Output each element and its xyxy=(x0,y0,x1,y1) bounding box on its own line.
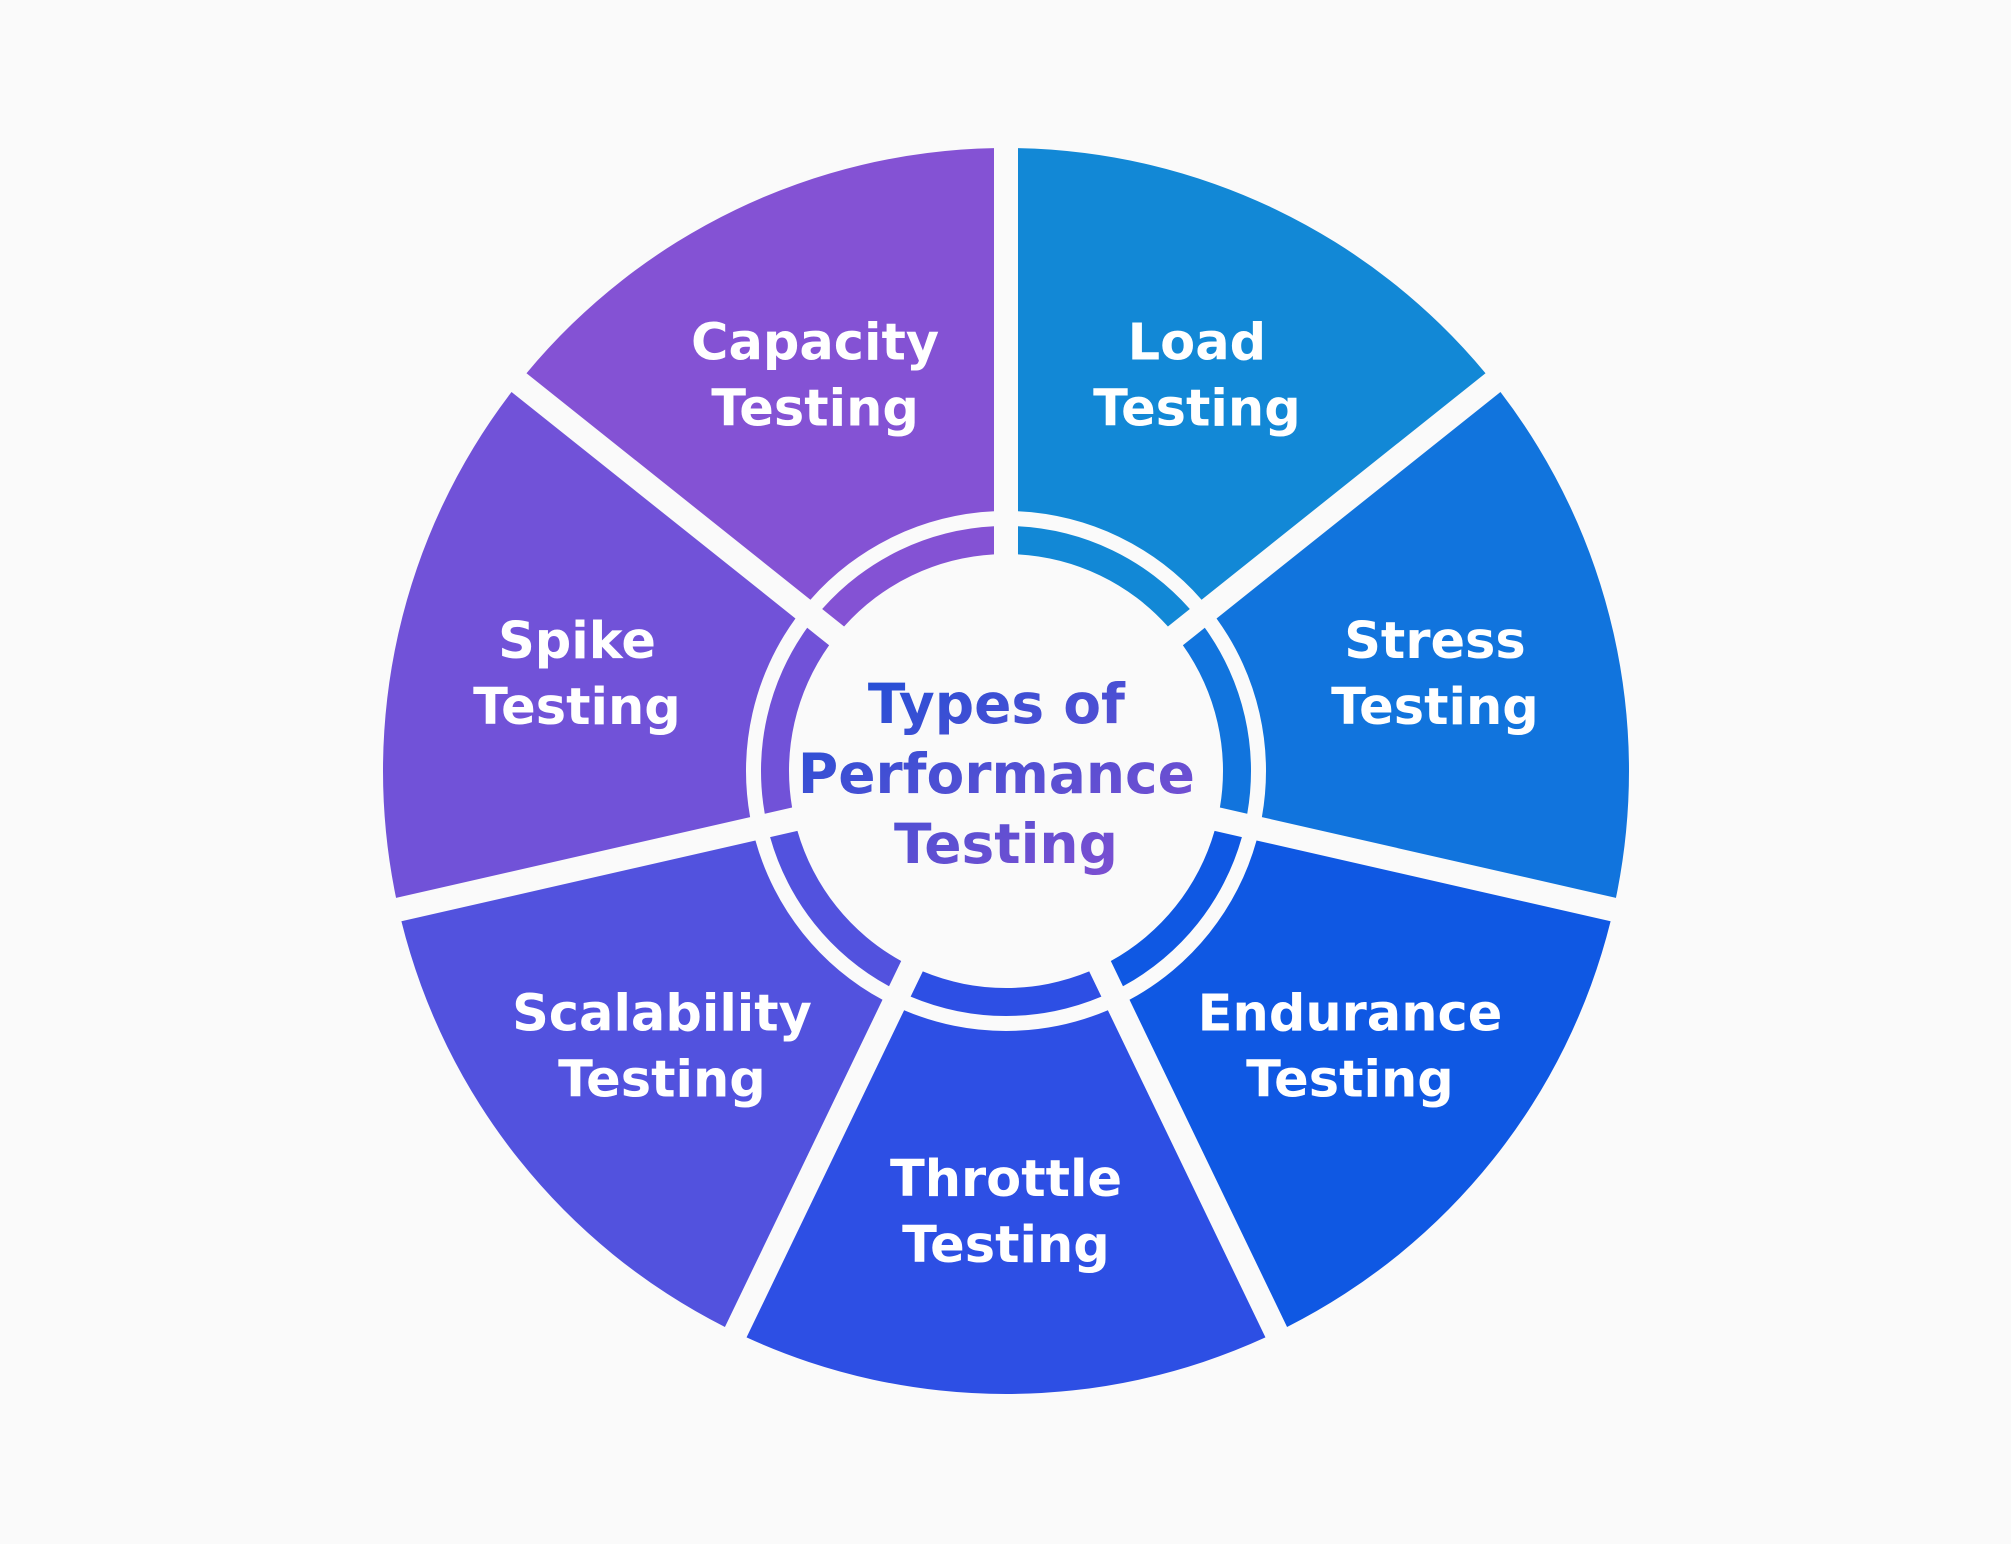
segment-spike-wedge xyxy=(382,392,796,898)
segment-scalability-label-line-1: Scalability xyxy=(512,984,812,1043)
segment-stress-inner-arc xyxy=(1182,627,1251,814)
segment-capacity-wedge xyxy=(526,148,994,600)
segment-stress-wedge xyxy=(1216,392,1630,898)
segment-stress-label-line-2: Testing xyxy=(1331,678,1539,737)
segment-scalability-label-line-2: Testing xyxy=(558,1050,766,1109)
segment-scalability-wedge xyxy=(401,840,883,1327)
center-hub: Types of Performance Testing xyxy=(796,561,1216,981)
segment-load-label-line-2: Testing xyxy=(1093,380,1301,439)
center-title-line-1: Types of xyxy=(868,672,1126,736)
segment-endurance-label-line-2: Testing xyxy=(1246,1050,1454,1109)
center-title-line-2: Performance xyxy=(798,742,1195,806)
segment-throttle-label-line-2: Testing xyxy=(902,1216,1110,1275)
segment-throttle-inner-arc xyxy=(910,971,1102,1017)
center-circle xyxy=(796,561,1216,981)
segment-spike-label-line-1: Spike xyxy=(498,612,656,671)
segment-endurance-inner-arc xyxy=(1110,830,1242,987)
segment-endurance-label-line-1: Endurance xyxy=(1198,984,1503,1043)
segment-load-inner-arc xyxy=(1017,526,1190,627)
segment-capacity-inner-arc xyxy=(822,526,995,627)
center-title-line-3: Testing xyxy=(894,812,1118,876)
segment-load-wedge xyxy=(1018,148,1486,600)
segment-throttle-label-line-1: Throttle xyxy=(890,1150,1122,1209)
segment-load-label-line-1: Load xyxy=(1128,314,1266,373)
segment-throttle-wedge xyxy=(746,1010,1266,1395)
segment-scalability-inner-arc xyxy=(770,830,902,987)
segment-capacity-label-line-2: Testing xyxy=(711,380,919,439)
segment-spike-label-line-2: Testing xyxy=(473,678,681,737)
segment-endurance-wedge xyxy=(1129,840,1611,1327)
center-title: Types of Performance Testing xyxy=(798,672,1214,876)
segment-capacity-label-line-1: Capacity xyxy=(691,314,939,373)
segment-spike-inner-arc xyxy=(760,627,830,814)
segment-stress-label-line-1: Stress xyxy=(1344,612,1526,671)
